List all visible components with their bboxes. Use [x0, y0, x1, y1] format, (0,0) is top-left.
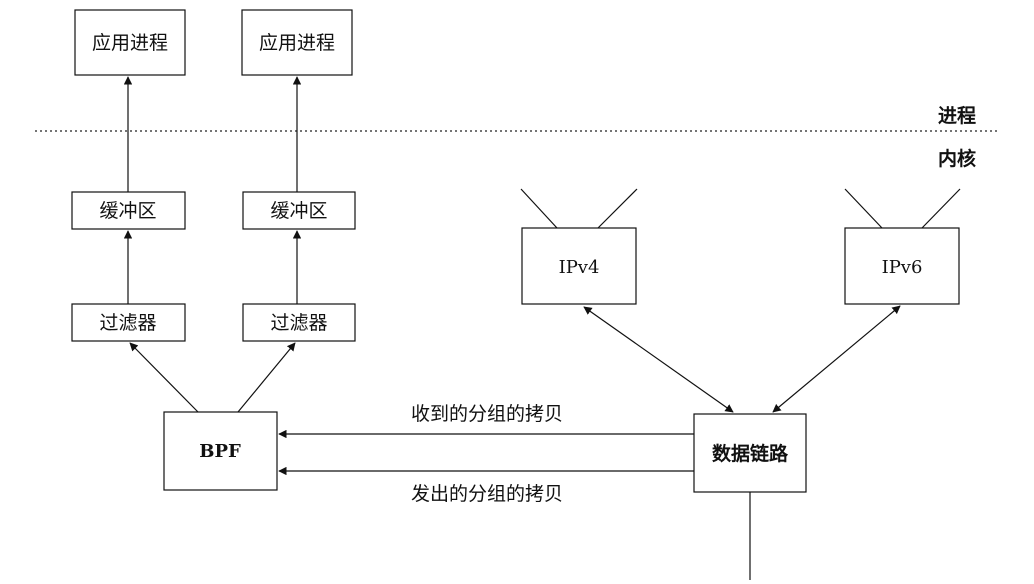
- buffer-box-1: [71, 191, 186, 230]
- app-process-box-1: [74, 9, 186, 76]
- ipv6-upper-left-line: [844, 188, 883, 229]
- ipv6-datalink-double-arrow: [772, 305, 901, 413]
- sent-copy-label: 发出的分组的拷贝: [411, 483, 563, 505]
- ipv4-upper-right-line: [597, 188, 638, 229]
- buffer-box-2: [242, 191, 356, 230]
- app-process-label-2: 应用进程: [259, 32, 335, 54]
- bpf-box: [163, 411, 278, 491]
- ipv4-upper-left-line: [520, 188, 558, 229]
- kernel-label: 内核: [938, 147, 976, 170]
- buffer-label-1: 缓冲区: [99, 200, 156, 222]
- ipv4-label: IPv4: [559, 257, 600, 278]
- filter-label-1: 过滤器: [99, 312, 156, 334]
- process-label: 进程: [938, 105, 976, 127]
- received-copy-label: 收到的分组的拷贝: [411, 403, 563, 425]
- ipv4-box: [521, 227, 637, 305]
- ipv6-box: [844, 227, 960, 305]
- filter-label-2: 过滤器: [270, 312, 327, 334]
- datalink-box: [693, 413, 807, 493]
- ipv4-datalink-double-arrow: [583, 306, 734, 413]
- bpf-to-filter2-arrow: [237, 342, 296, 413]
- bpf-label: BPF: [199, 441, 241, 462]
- ipv6-upper-right-line: [921, 188, 961, 229]
- ipv6-label: IPv6: [882, 257, 923, 278]
- app-process-label-1: 应用进程: [92, 32, 168, 54]
- filter-box-2: [242, 303, 356, 342]
- app-process-box-2: [241, 9, 353, 76]
- bpf-to-filter1-arrow: [129, 342, 199, 413]
- datalink-label: 数据链路: [712, 442, 789, 465]
- buffer-label-2: 缓冲区: [270, 200, 327, 222]
